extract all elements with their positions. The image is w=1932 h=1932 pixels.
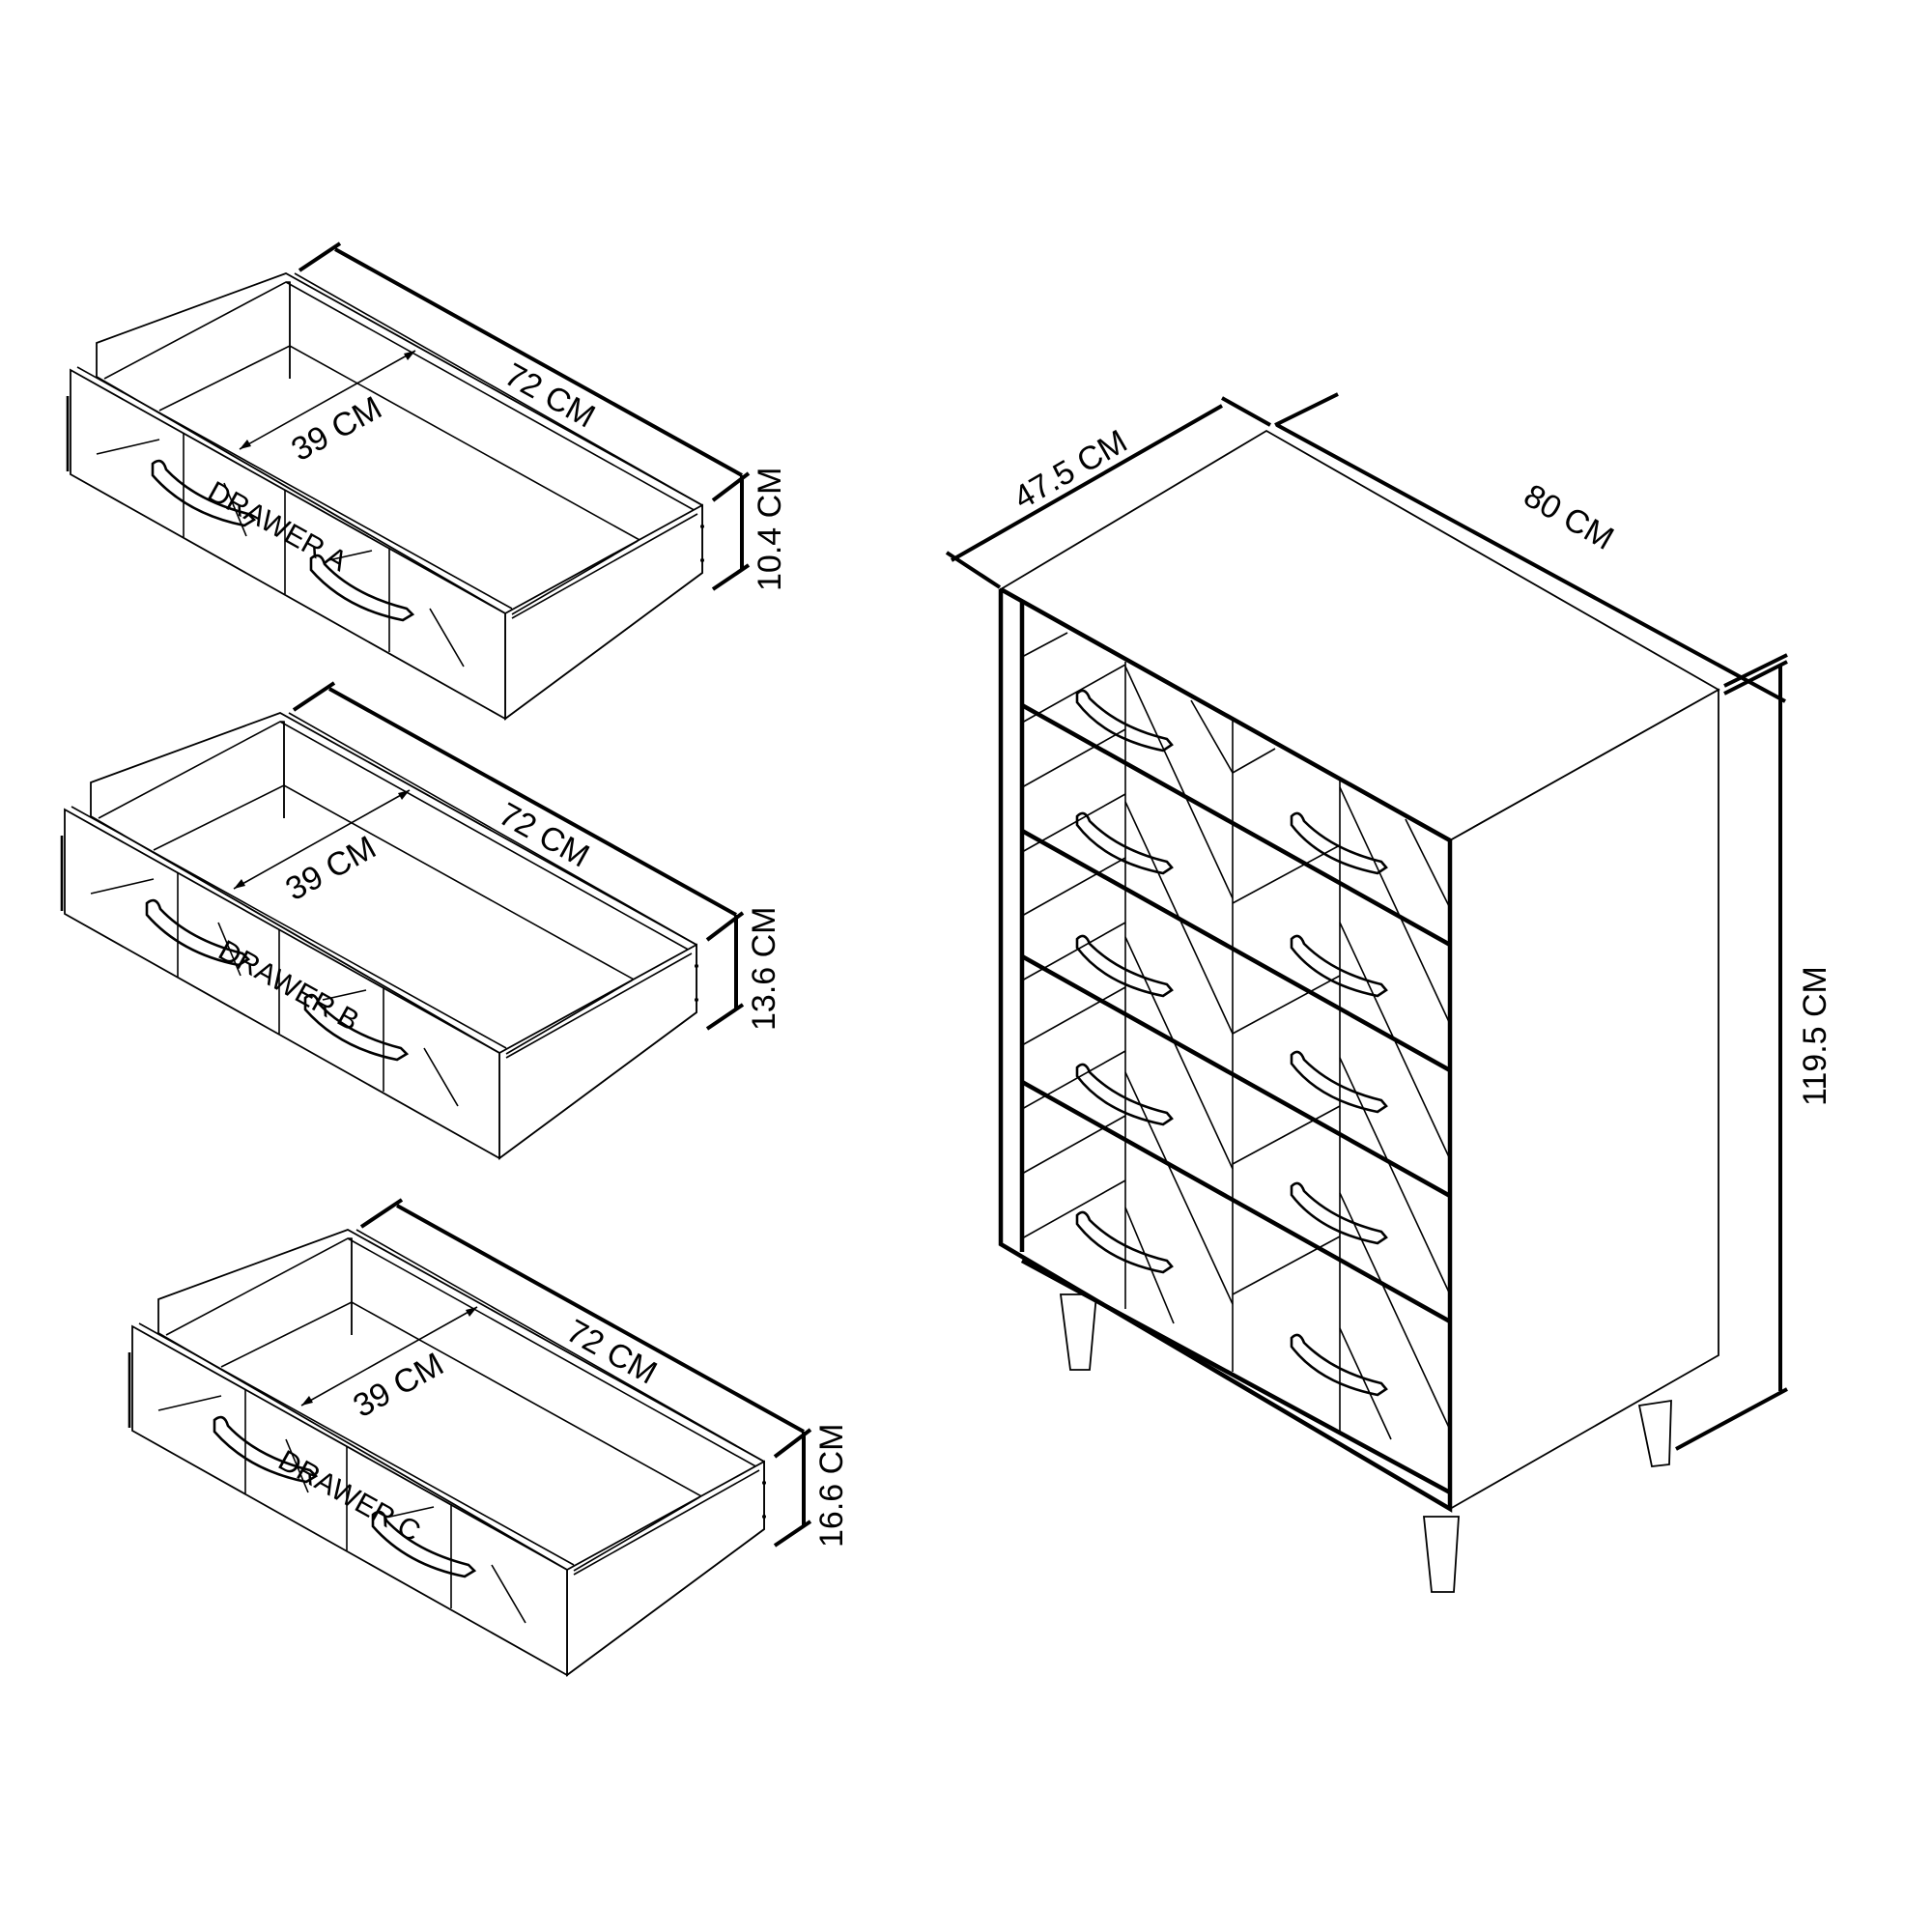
drawer-a-drawing: 72 CM 39 CM DRAWER A 10.4 CM bbox=[66, 242, 788, 721]
width-dimension-line bbox=[1276, 423, 1786, 703]
drawer-b-drawing: 72 CM 39 CM DRAWER B 13.6 CM bbox=[60, 681, 782, 1160]
chest-width-label: 80 CM bbox=[1518, 477, 1620, 557]
drawer-b-height-label: 13.6 CM bbox=[746, 907, 782, 1032]
depth-dimension-line bbox=[951, 404, 1223, 562]
chest-of-drawers-drawing: 47.5 CM 80 CM 119.5 CM bbox=[945, 392, 1833, 1593]
leg-front-right bbox=[1423, 1516, 1460, 1593]
chest-handles bbox=[1075, 689, 1388, 1397]
chest-height-label: 119.5 CM bbox=[1797, 966, 1833, 1106]
herringbone-pattern bbox=[1021, 632, 1451, 1440]
drawer-c-drawing: 72 CM 39 CM DRAWER C 16.6 CM bbox=[128, 1198, 850, 1677]
chest-depth-label: 47.5 CM bbox=[1008, 423, 1133, 517]
drawer-c-height-label: 16.6 CM bbox=[813, 1424, 850, 1548]
leg-front-left bbox=[1059, 1293, 1097, 1371]
leg-back-right bbox=[1637, 1399, 1672, 1467]
drawer-a-height-label: 10.4 CM bbox=[752, 468, 788, 592]
